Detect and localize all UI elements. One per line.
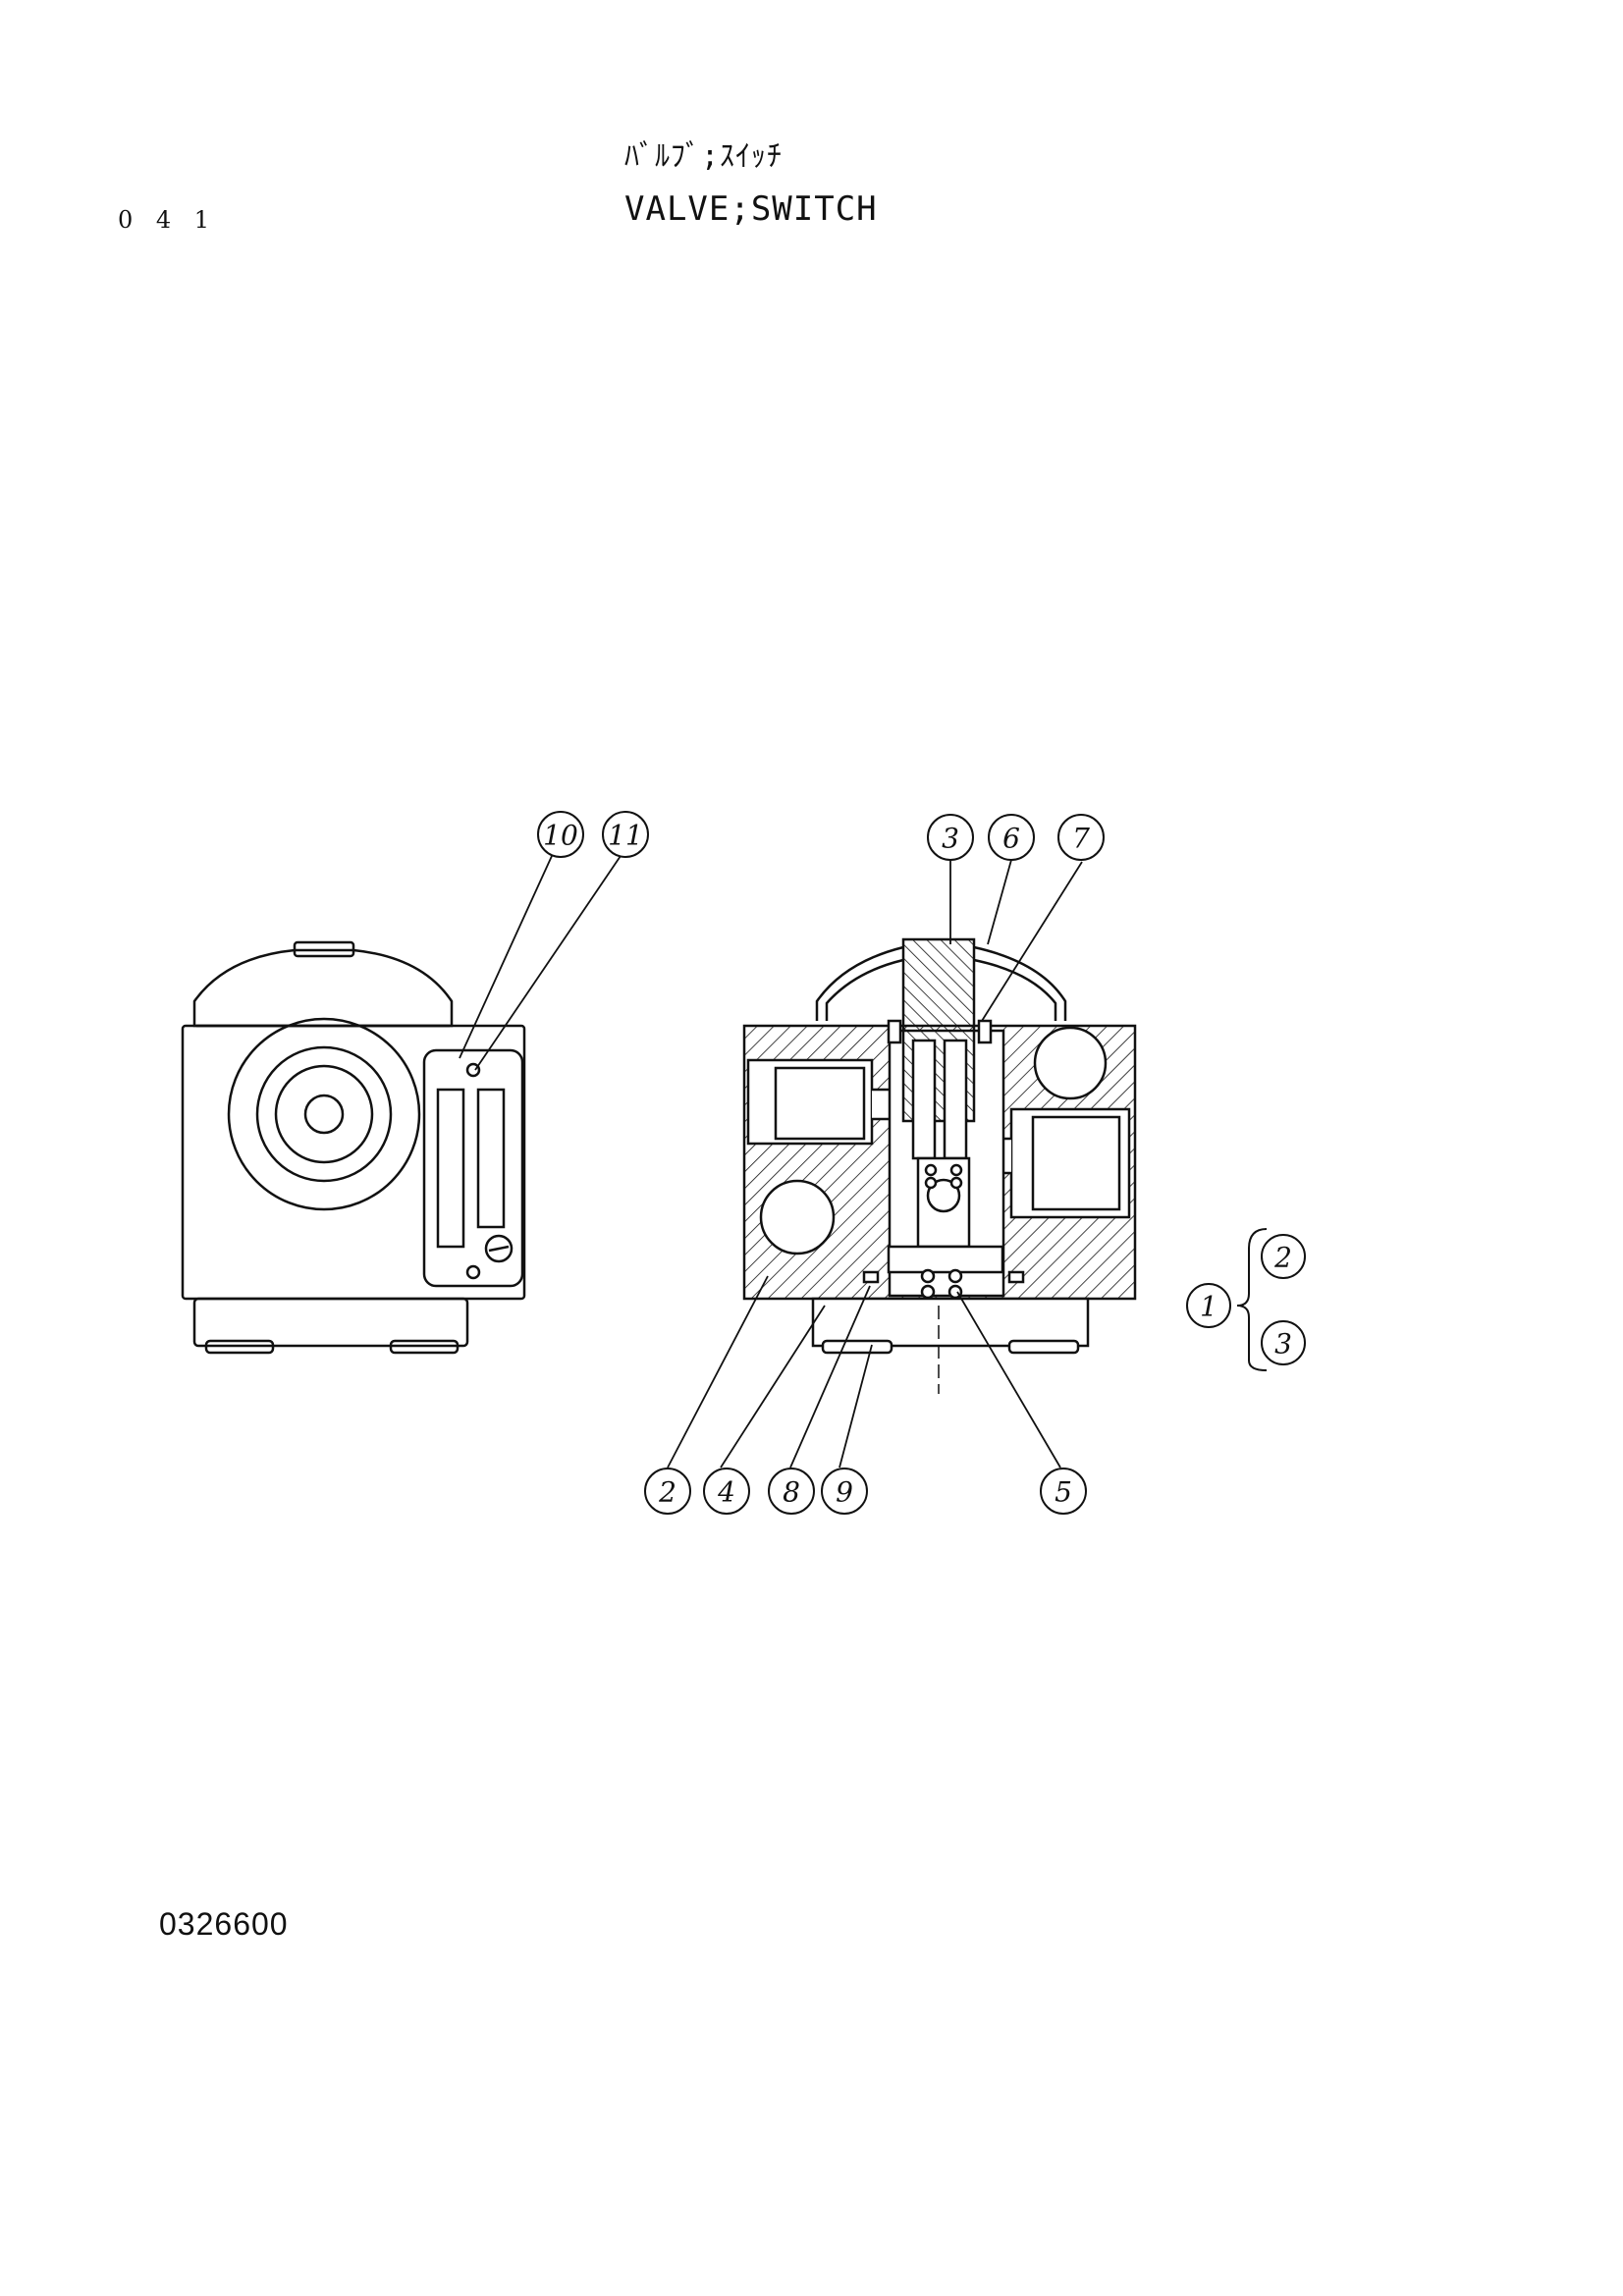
- drawing-number: 0326600: [159, 1906, 289, 1942]
- callout-6: 6: [1002, 823, 1020, 855]
- callout-4: 4: [717, 1476, 735, 1509]
- callout-8: 8: [783, 1476, 800, 1509]
- assembly-callout-3: 3: [1274, 1328, 1292, 1361]
- callout-7: 7: [1072, 823, 1090, 855]
- callout-5: 5: [1055, 1476, 1072, 1509]
- page-number: 0 4 1: [118, 206, 218, 234]
- callout-9: 9: [836, 1476, 853, 1509]
- valve-section-view: [742, 937, 1137, 1394]
- assembly-callout-1: 1: [1200, 1291, 1217, 1323]
- callout-2-bottom: 2: [658, 1476, 676, 1509]
- leader-lines: [459, 855, 1083, 1468]
- title-english: VALVE;SWITCH: [624, 189, 878, 229]
- callout-circles: [537, 811, 1306, 1515]
- title-japanese: ﾊﾞﾙﾌﾞ;ｽｲｯﾁ: [624, 139, 784, 174]
- callout-3-top: 3: [942, 823, 959, 855]
- valve-external-view: [181, 940, 526, 1355]
- callout-11: 11: [608, 820, 643, 852]
- assembly-brace: [1236, 1228, 1268, 1371]
- assembly-callout-2: 2: [1273, 1242, 1292, 1274]
- callout-10: 10: [543, 820, 578, 852]
